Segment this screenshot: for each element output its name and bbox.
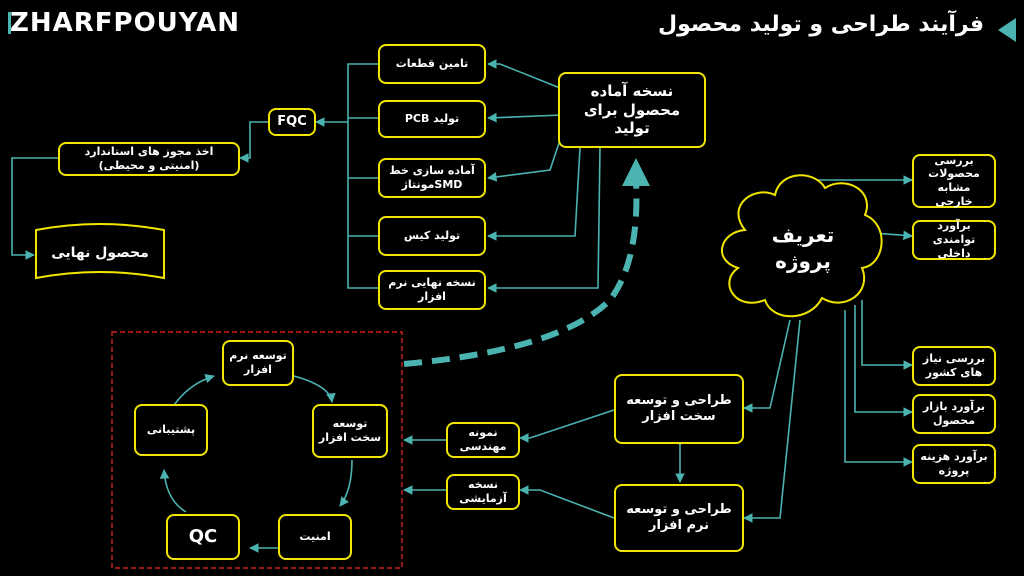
parts-supply-box: تامین قطعات [378,44,486,84]
hardware-design-box: طراحی و توسعه سخت افزار [614,374,744,444]
engineering-sample-box: نمونه مهندسی [446,422,520,458]
cycle-support-box: پشتیبانی [134,404,208,456]
smd-line-box: آماده سازی خط SMDمونتاژ [378,158,486,198]
development-cycle-frame [111,331,403,569]
final-software-box: نسخه نهایی نرم افزار [378,270,486,310]
final-product-banner-shape [35,223,165,280]
case-production-box: تولید کیس [378,216,486,256]
title-arrow-icon [998,18,1016,42]
country-needs-box: بررسی نیاز های کشور [912,346,996,386]
page-title: فرآیند طراحی و تولید محصول [658,12,984,37]
logo-mark-icon [8,12,21,34]
software-design-box: طراحی و توسعه نرم افزار [614,484,744,552]
fqc-box: FQC [268,108,316,136]
market-estimate-box: برآورد بازار محصول [912,394,996,434]
final-product-label: محصول نهایی [51,245,149,261]
dashed-progress-arrow [403,179,640,367]
cycle-software-dev-box: توسعه نرم افزار [222,340,294,386]
project-definition-label: تعریف پروژه [771,223,835,273]
cycle-qc-box: QC [166,514,240,560]
test-version-box: نسخه آزمایشی [446,474,520,510]
project-cloud-shape [721,174,883,318]
pcb-box: تولید PCB [378,100,486,138]
ready-version-box: نسخه آماده محصول برای تولید [558,72,706,148]
cycle-security-box: امنیت [278,514,352,560]
brand-logo: ZHARFPOUYAN [10,8,241,38]
internal-capability-box: برآورد توامندی داخلی [912,219,996,260]
cycle-hardware-dev-box: توسعه سخت افزار [312,404,388,458]
cost-estimate-box: برآورد هزینه پروژه [912,444,996,484]
standards-box: اخذ مجوز های استاندارد (امنیتی و محیطی) [58,142,240,176]
foreign-similar-box: بررسی محصولات مشابه خارجی [912,154,996,208]
